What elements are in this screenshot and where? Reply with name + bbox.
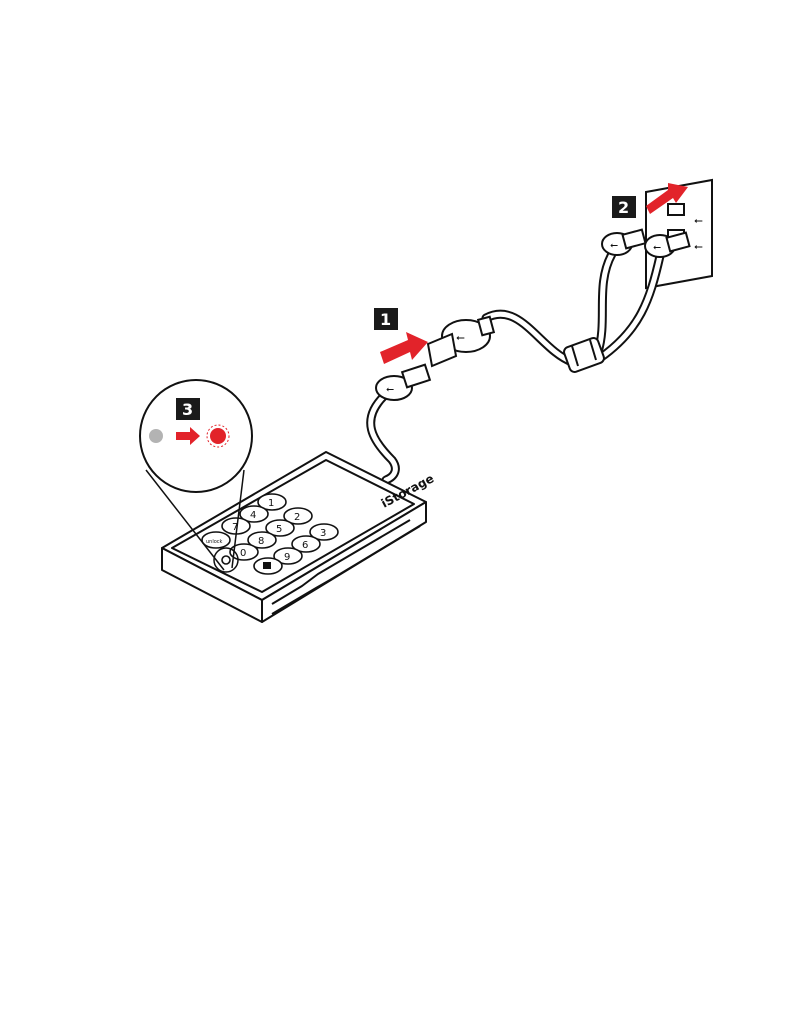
svg-text:2: 2 [294, 512, 300, 523]
key-lock[interactable] [254, 558, 282, 574]
arrow-icon [380, 332, 428, 364]
step-3-badge: 3 [176, 398, 200, 420]
status-led [222, 556, 230, 564]
usb-male-plug: ⭠ [376, 365, 430, 400]
svg-text:8: 8 [258, 536, 264, 547]
usb-female-connector: ⭠ [428, 317, 494, 366]
step-2-label: 2 [618, 198, 629, 217]
svg-text:0: 0 [240, 548, 246, 559]
usb-icon: ⭠ [653, 242, 661, 253]
usb-plug-upper: ⭠ [602, 230, 645, 255]
step-1-badge: 1 [374, 308, 398, 330]
svg-text:6: 6 [302, 540, 308, 551]
key-unlock[interactable]: unlock [202, 532, 230, 548]
svg-text:4: 4 [250, 510, 256, 521]
usb-icon: ⭠ [694, 214, 703, 227]
led-red-indicator [210, 428, 226, 444]
step-1-label: 1 [380, 310, 391, 329]
svg-text:1: 1 [268, 498, 274, 509]
usb-icon: ⭠ [386, 384, 394, 395]
usb-icon: ⭠ [456, 331, 465, 344]
step-2-badge: 2 [612, 196, 636, 218]
cable-splitter [563, 337, 606, 374]
step-3-label: 3 [182, 400, 193, 419]
usb-icon: ⭠ [694, 240, 703, 253]
usb-port-upper [668, 204, 684, 215]
svg-text:unlock: unlock [206, 539, 223, 545]
svg-text:3: 3 [320, 528, 326, 539]
usb-icon: ⭠ [610, 240, 618, 251]
lock-icon [263, 562, 271, 569]
led-off-indicator [149, 429, 163, 443]
svg-text:9: 9 [284, 552, 290, 563]
svg-text:5: 5 [276, 524, 282, 535]
